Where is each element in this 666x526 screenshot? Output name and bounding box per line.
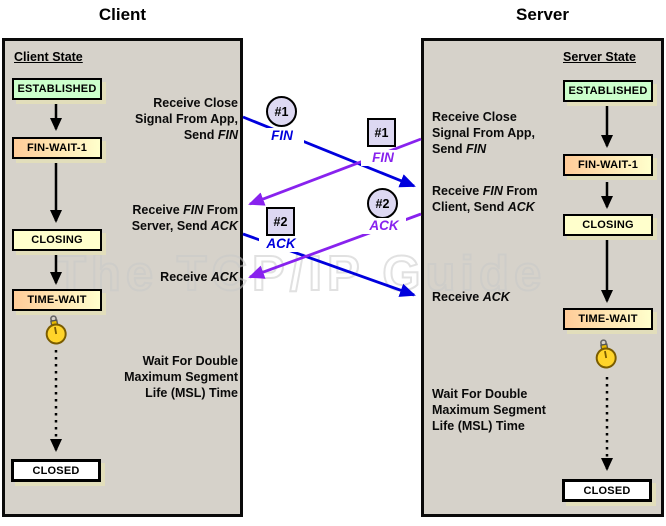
server-state-established: ESTABLISHED	[563, 80, 653, 102]
client-state-closing: CLOSING	[12, 229, 102, 251]
watermark-text: The TCP/IP Guide	[55, 246, 547, 302]
client-state-established: ESTABLISHED	[12, 78, 102, 100]
server-state-time-wait: TIME-WAIT	[563, 308, 653, 330]
server-state-fin-wait-1: FIN-WAIT-1	[563, 154, 653, 176]
server-state-closing: CLOSING	[563, 214, 653, 236]
server-ack-label: ACK	[362, 218, 406, 234]
message-1-server-fin-badge: #1	[367, 118, 396, 147]
client-annotation-receive-ack: Receive ACK	[160, 270, 238, 284]
server-column-title: Server	[516, 5, 569, 24]
server-fin-label: FIN	[361, 150, 405, 166]
server-fin-message-arrow	[248, 137, 422, 206]
server-panel	[421, 38, 664, 517]
server-annotation-receive-ack: Receive ACK	[432, 290, 510, 304]
message-2-server-ack-badge: #2	[367, 188, 398, 219]
client-fin-label: FIN	[260, 128, 304, 144]
message-2-client-ack-badge: #2	[266, 207, 295, 236]
server-state-closed: CLOSED	[562, 479, 652, 502]
server-state-header: Server State	[563, 50, 636, 64]
message-1-client-fin-badge: #1	[266, 96, 297, 127]
client-state-time-wait: TIME-WAIT	[12, 289, 102, 311]
client-panel	[2, 38, 243, 517]
stopwatch-icon	[45, 315, 67, 345]
client-column-title: Client	[98, 5, 147, 24]
stopwatch-icon	[595, 339, 617, 369]
client-state-header: Client State	[14, 50, 83, 64]
client-state-closed: CLOSED	[11, 459, 101, 482]
client-state-fin-wait-1: FIN-WAIT-1	[12, 137, 102, 159]
client-ack-label: ACK	[259, 236, 303, 252]
